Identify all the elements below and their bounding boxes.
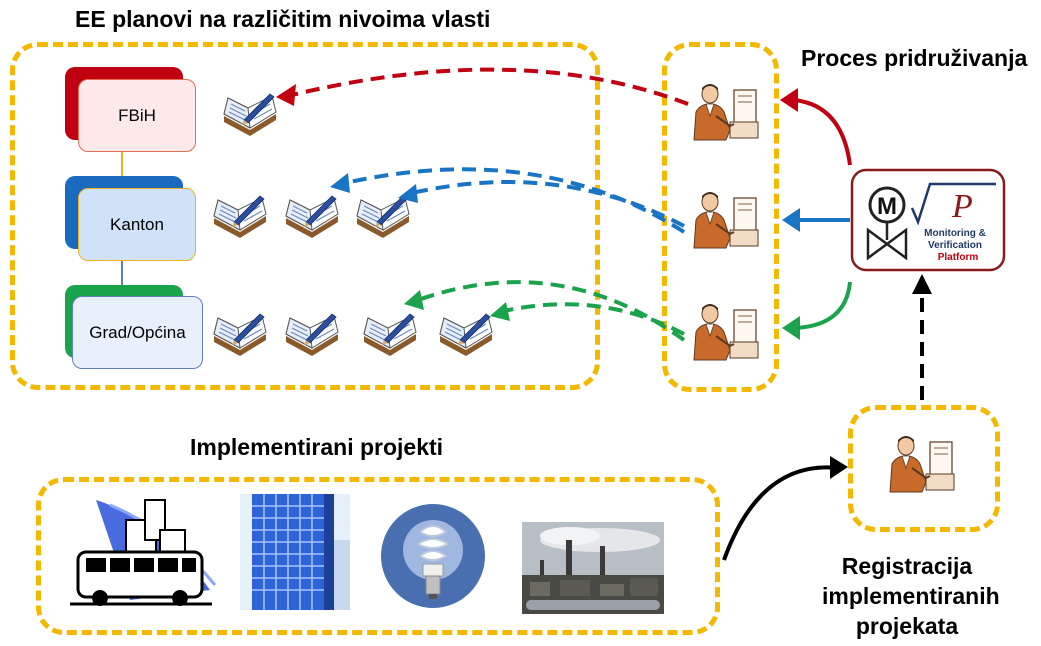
mvp-letter-m: M (877, 193, 897, 220)
connector-kanton-grad (121, 258, 123, 294)
arrow-projects-to-registration (722, 465, 839, 561)
arrow-kanton-a (344, 167, 686, 234)
mvp-line1: Monitoring & (924, 228, 986, 239)
arrowhead-grad-b (490, 302, 510, 321)
process-title: Proces pridruživanja (801, 45, 1028, 71)
registration-line-2: implementiranih (822, 583, 1000, 609)
arrow-mvp-to-grad (795, 281, 852, 330)
arrowhead-mvp-grad (782, 316, 800, 340)
arrowhead-mvp-kanton (782, 208, 800, 232)
implemented-container (36, 477, 720, 635)
level-kanton-box: Kanton (78, 188, 196, 261)
arrowhead-kanton-a (330, 173, 350, 193)
book-pen-icon (356, 195, 410, 239)
glass-building-icon (240, 494, 350, 610)
person-at-computer-icon (693, 191, 759, 249)
industrial-plant-icon (522, 522, 664, 614)
sqrt-icon (910, 182, 996, 226)
book-pen-icon (285, 313, 339, 357)
level-grad-box: Grad/Općina (72, 296, 203, 369)
arrowhead-fbih (276, 84, 296, 106)
valve-icon (866, 227, 908, 261)
level-grad-label: Grad/Općina (89, 322, 186, 342)
mvp-line3: Platform (938, 252, 979, 263)
plans-title: EE planovi na različitim nivoima vlasti (75, 6, 491, 32)
book-pen-icon (439, 313, 493, 357)
book-pen-icon (213, 313, 267, 357)
plans-container (10, 42, 600, 390)
arrow-fbih (291, 67, 689, 106)
arrowhead-grad-a (404, 290, 424, 310)
arrowhead-black-up (912, 274, 932, 294)
book-pen-icon (285, 195, 339, 239)
person-at-computer-icon (889, 435, 955, 493)
arrowhead-kanton-b (398, 184, 418, 203)
arrow-grad-b (503, 302, 685, 336)
energy-saving-bulb-icon (381, 504, 485, 608)
level-kanton-label: Kanton (110, 214, 164, 234)
mvp-line2: Verification (928, 240, 982, 251)
mvp-root-p: P (951, 188, 973, 225)
person-at-computer-icon (693, 83, 759, 141)
registration-container (848, 405, 1000, 532)
registration-line-3: projekata (855, 613, 959, 639)
book-pen-icon (363, 313, 417, 357)
registration-line-1: Registracija (841, 553, 973, 579)
implemented-title: Implementirani projekti (190, 434, 444, 460)
process-container (662, 42, 779, 392)
arrowhead-projects (830, 456, 848, 479)
connector-fbih-kanton (121, 150, 123, 190)
level-fbih-label: FBiH (118, 105, 156, 125)
arrow-grad-a (417, 280, 686, 342)
arrowhead-mvp-fbih (780, 88, 798, 112)
level-fbih-box: FBiH (78, 79, 196, 152)
book-pen-icon (213, 195, 267, 239)
person-at-computer-icon (693, 303, 759, 361)
registration-title: Registracija implementiranih projekata (822, 551, 1000, 641)
arrow-mvp-to-fbih (793, 98, 852, 166)
mvp-logo: M P Monitoring & Verification Platform (850, 168, 1006, 272)
arrow-kanton-b (411, 180, 685, 228)
bus-city-icon (70, 499, 217, 606)
book-pen-icon (223, 93, 277, 137)
